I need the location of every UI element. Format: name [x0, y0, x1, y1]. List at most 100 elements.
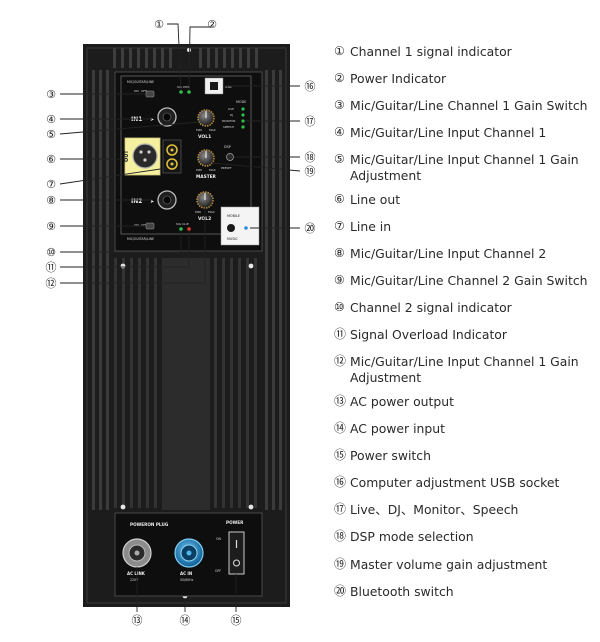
callout-20: ⑳	[305, 222, 316, 235]
in2-label: IN2	[131, 198, 142, 205]
legend-text: Line out	[350, 191, 401, 207]
mode-dj-led	[241, 113, 245, 117]
out-label: OUT	[124, 150, 130, 162]
channel-2-signal-led	[179, 227, 183, 231]
legend-number: ⑧	[334, 246, 345, 261]
mobile-label: MOBILE	[227, 214, 240, 218]
sig-clip-label: SIG CLIP	[176, 222, 189, 226]
legend-text: Live、DJ、Monitor、Speech	[350, 502, 519, 518]
xlr-pin-icon	[143, 158, 147, 162]
power-switch-off-mark	[233, 559, 240, 567]
rca-center-icon	[170, 148, 174, 152]
master-max-label: MAX	[209, 168, 216, 172]
bluetooth-led	[244, 226, 248, 230]
legend-text: Channel 1 signal indicator	[350, 44, 512, 59]
top-fins	[113, 48, 258, 68]
callout-19: ⑲	[305, 165, 316, 178]
legend-number: ⑦	[334, 218, 345, 233]
legend-text: Mic/Guitar/Line Input Channel 1	[350, 125, 547, 141]
legend-number: ④	[334, 125, 345, 140]
legend-text: Signal Overload Indicator	[350, 327, 507, 343]
usb-label: USB	[225, 85, 232, 89]
dsp-label: DSP	[224, 145, 231, 149]
in1-arrow-icon: ➤	[150, 117, 154, 123]
vol1-label: VOL1	[198, 134, 211, 140]
legend-number: ⑫	[334, 354, 347, 369]
legend-text: Mic/Guitar/Line Input Channel 1 Gain Adj…	[350, 354, 579, 385]
ac-in-pin	[186, 550, 192, 556]
legend-number: ⑪	[334, 327, 347, 342]
mode-monitor-led	[241, 119, 245, 123]
legend-number: ⑰	[334, 502, 347, 517]
sig-pwr-label: SIG PWR	[177, 85, 190, 89]
legend-number: ⑥	[334, 191, 345, 206]
mode-dj-label: DJ	[230, 113, 233, 117]
mode-speech-label: SPEECH	[223, 125, 234, 129]
mode-speech-led	[241, 125, 245, 129]
legend-number: ⑭	[334, 421, 347, 436]
legend-number: ⑬	[334, 393, 347, 408]
legend-number: ⑱	[334, 529, 347, 544]
dsp-mode-button[interactable]	[226, 153, 234, 161]
legend-text: Power switch	[350, 448, 431, 464]
music-label: MUSIC	[227, 237, 239, 241]
callout-12: ⑫	[46, 277, 57, 290]
sw1-on-label: ON	[134, 89, 139, 93]
callout-18: ⑱	[305, 151, 316, 164]
vol1-max-label: MAX	[209, 128, 216, 132]
preset-label: PRESET	[221, 166, 232, 170]
input-channel-2-socket	[162, 195, 172, 205]
legend-number: ②	[334, 71, 345, 86]
input-channel-1-socket	[162, 112, 172, 122]
amplifier-panel-diagram: MIC/GUITAR/LINE SIG PWR ON OFF IN1 ➤ OUT…	[46, 18, 316, 627]
legend-text: Channel 2 signal indicator	[350, 300, 512, 316]
bluetooth-box	[220, 206, 260, 246]
callout-2: ②	[207, 18, 217, 31]
bluetooth-switch[interactable]	[227, 224, 235, 232]
legend-number: ③	[334, 98, 345, 113]
xlr-pin-icon	[147, 150, 151, 154]
callout-11: ⑪	[46, 261, 57, 274]
legend-text: Bluetooth switch	[350, 583, 454, 599]
legend-number: ⑳	[334, 583, 347, 598]
legend-number: ⑤	[334, 152, 345, 167]
callout-numbers: ① ② ③ ④ ⑤ ⑥ ⑦ ⑧ ⑨ ⑩ ⑪ ⑫ ⑬ ⑭ ⑮ ⑯ ⑰ ⑱ ⑲ ⑳	[46, 18, 316, 627]
legend-text: AC power output	[350, 393, 454, 409]
ac-link-voltage-label: 220V	[130, 578, 139, 582]
callout-4: ④	[46, 113, 56, 126]
legend-number: ⑮	[334, 448, 347, 463]
gain-switch-2[interactable]	[145, 222, 155, 230]
rca-center-icon	[170, 162, 174, 166]
callout-3: ③	[46, 88, 56, 101]
legend-text: DSP mode selection	[350, 529, 474, 545]
legend-text: Mic/Guitar/Line Input Channel 1 Gain Adj…	[350, 152, 579, 183]
legend-text: AC power input	[350, 421, 445, 437]
callout-10: ⑩	[46, 246, 56, 259]
legend-text: Mic/Guitar/Line Channel 2 Gain Switch	[350, 273, 588, 289]
callout-6: ⑥	[46, 153, 56, 166]
usb-socket[interactable]	[210, 82, 218, 90]
line-out-xlr-jack[interactable]	[132, 143, 158, 169]
right-fins	[265, 70, 282, 510]
gain-switch-1[interactable]	[145, 90, 155, 98]
legend-number: ⑲	[334, 556, 347, 571]
legend-item: ⑤ Mic/Guitar/Line Input Channel 1 Gain Ad…	[334, 152, 596, 183]
in1-label: IN1	[131, 116, 142, 123]
ac-in-label: AC IN	[180, 571, 192, 576]
power-switch[interactable]	[228, 531, 245, 575]
left-fins	[92, 70, 109, 510]
legend-number: ①	[334, 44, 345, 58]
legend-item: ⑥ Line out	[334, 192, 596, 208]
vol2-min-label: MIN	[195, 210, 201, 214]
